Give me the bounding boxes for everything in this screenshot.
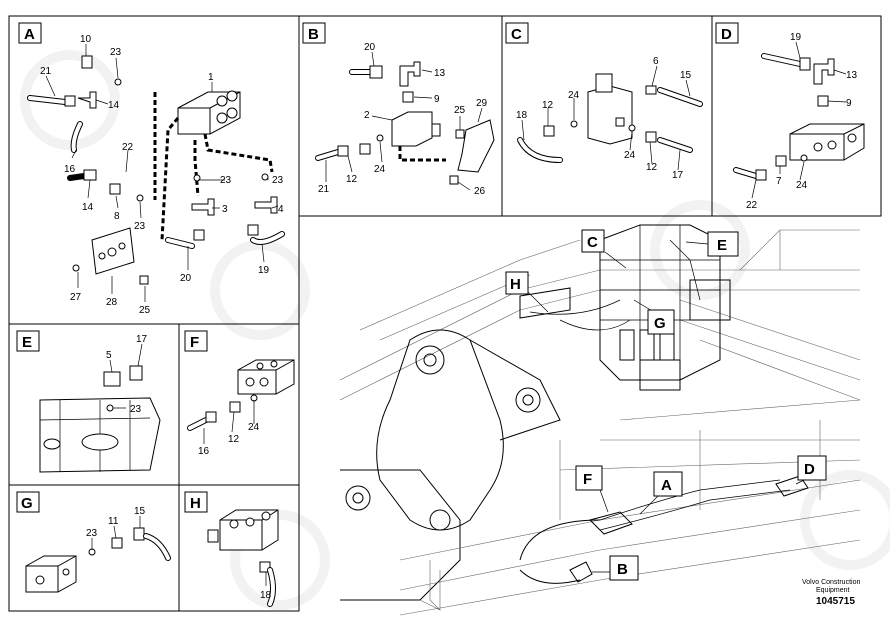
label-f-16: 16 [198, 446, 210, 457]
part-labels-a: 10 23 1 21 14 16 22 14 8 23 23 3 23 4 20… [40, 34, 284, 316]
label-f-24: 24 [248, 422, 260, 433]
main-machine-view [339, 224, 861, 616]
label-c-24b: 24 [624, 150, 636, 161]
label-g-23: 23 [86, 528, 98, 539]
label-g-15: 15 [134, 506, 146, 517]
label-a-27: 27 [70, 292, 82, 303]
label-a-23: 23 [110, 47, 122, 58]
label-b-9: 9 [434, 94, 440, 105]
part-labels-e: 5 17 23 [106, 334, 148, 415]
panel-e-drawing [39, 343, 161, 473]
label-c-24: 24 [568, 90, 580, 101]
label-a-22: 22 [122, 142, 134, 153]
label-b-12: 12 [346, 174, 358, 185]
main-callout-c: C [587, 234, 598, 251]
panel-tag-f: F [190, 334, 199, 351]
label-d-7: 7 [776, 176, 782, 187]
main-callout-b: B [617, 561, 628, 578]
label-a-14b: 14 [82, 202, 94, 213]
label-a-20: 20 [180, 273, 192, 284]
label-d-22: 22 [746, 200, 758, 211]
panel-c-drawing [517, 65, 703, 171]
label-d-9: 9 [846, 98, 852, 109]
label-a-1: 1 [208, 72, 214, 83]
panel-f-drawing [187, 359, 295, 444]
label-c-12b: 12 [646, 162, 658, 173]
label-c-6: 6 [653, 56, 659, 67]
label-b-21: 21 [318, 184, 330, 195]
panel-g-drawing [25, 516, 171, 593]
label-a-19: 19 [258, 265, 270, 276]
label-a-4: 4 [278, 204, 284, 215]
panel-a-drawing [27, 44, 285, 302]
part-labels-h: 18 [260, 590, 272, 601]
label-d-24: 24 [796, 180, 808, 191]
label-a-23d: 23 [272, 175, 284, 186]
footer: Volvo Construction Equipment 1045715 [802, 579, 860, 607]
main-callout-f: F [583, 471, 592, 488]
main-callout-g: G [654, 315, 666, 332]
part-labels-g: 23 11 15 [86, 506, 146, 539]
label-b-20: 20 [364, 42, 376, 53]
panel-d-drawing [733, 41, 865, 199]
label-h-18: 18 [260, 590, 272, 601]
label-b-13: 13 [434, 68, 446, 79]
panel-tags: A B C D E F G H [16, 22, 739, 513]
part-labels-d: 19 13 9 22 7 24 [746, 32, 858, 211]
main-callout-a: A [661, 477, 672, 494]
label-e-5: 5 [106, 350, 112, 361]
label-b-24: 24 [374, 164, 386, 175]
label-a-25: 25 [139, 305, 151, 316]
panel-tag-d: D [721, 26, 732, 43]
label-a-14: 14 [108, 100, 120, 111]
label-c-18: 18 [516, 110, 528, 121]
label-f-12: 12 [228, 434, 240, 445]
panel-frames [8, 15, 882, 612]
label-d-13: 13 [846, 70, 858, 81]
panel-tag-a: A [24, 26, 35, 43]
label-a-16: 16 [64, 164, 76, 175]
panel-tag-h: H [190, 495, 201, 512]
label-b-25: 25 [454, 105, 466, 116]
panel-b-drawing [315, 51, 495, 191]
label-a-3: 3 [222, 204, 228, 215]
main-callouts: C E H G F A D B [505, 229, 827, 581]
label-g-11: 11 [108, 516, 119, 527]
label-b-26: 26 [474, 186, 486, 197]
label-e-23: 23 [130, 404, 142, 415]
label-c-17: 17 [672, 170, 684, 181]
panel-tag-b: B [308, 26, 319, 43]
main-callout-e: E [717, 237, 727, 254]
label-d-19: 19 [790, 32, 802, 43]
label-a-10: 10 [80, 34, 92, 45]
company-line-1: Volvo Construction [802, 579, 860, 586]
company-line-2: Equipment [816, 587, 850, 594]
watermark [20, 50, 890, 610]
part-labels-f: 16 12 24 [198, 422, 260, 457]
panel-tag-g: G [21, 495, 33, 512]
panel-tag-c: C [511, 26, 522, 43]
label-e-17: 17 [136, 334, 148, 345]
label-a-28: 28 [106, 297, 118, 308]
part-labels-b: 20 13 9 2 25 29 21 12 24 26 [318, 42, 488, 197]
label-c-12: 12 [542, 100, 554, 111]
label-b-29: 29 [476, 98, 488, 109]
label-b-2: 2 [364, 110, 370, 121]
label-a-8: 8 [114, 211, 120, 222]
main-callout-d: D [804, 461, 815, 478]
label-a-23b: 23 [134, 221, 146, 232]
drawing-number: 1045715 [816, 596, 855, 607]
part-labels-c: 6 15 24 12 18 24 12 17 [516, 56, 692, 181]
label-c-15: 15 [680, 70, 692, 81]
label-a-23c: 23 [220, 175, 232, 186]
main-callout-h: H [510, 276, 521, 293]
panel-h-drawing [207, 509, 279, 607]
label-a-21: 21 [40, 66, 52, 77]
panel-tag-e: E [22, 334, 32, 351]
